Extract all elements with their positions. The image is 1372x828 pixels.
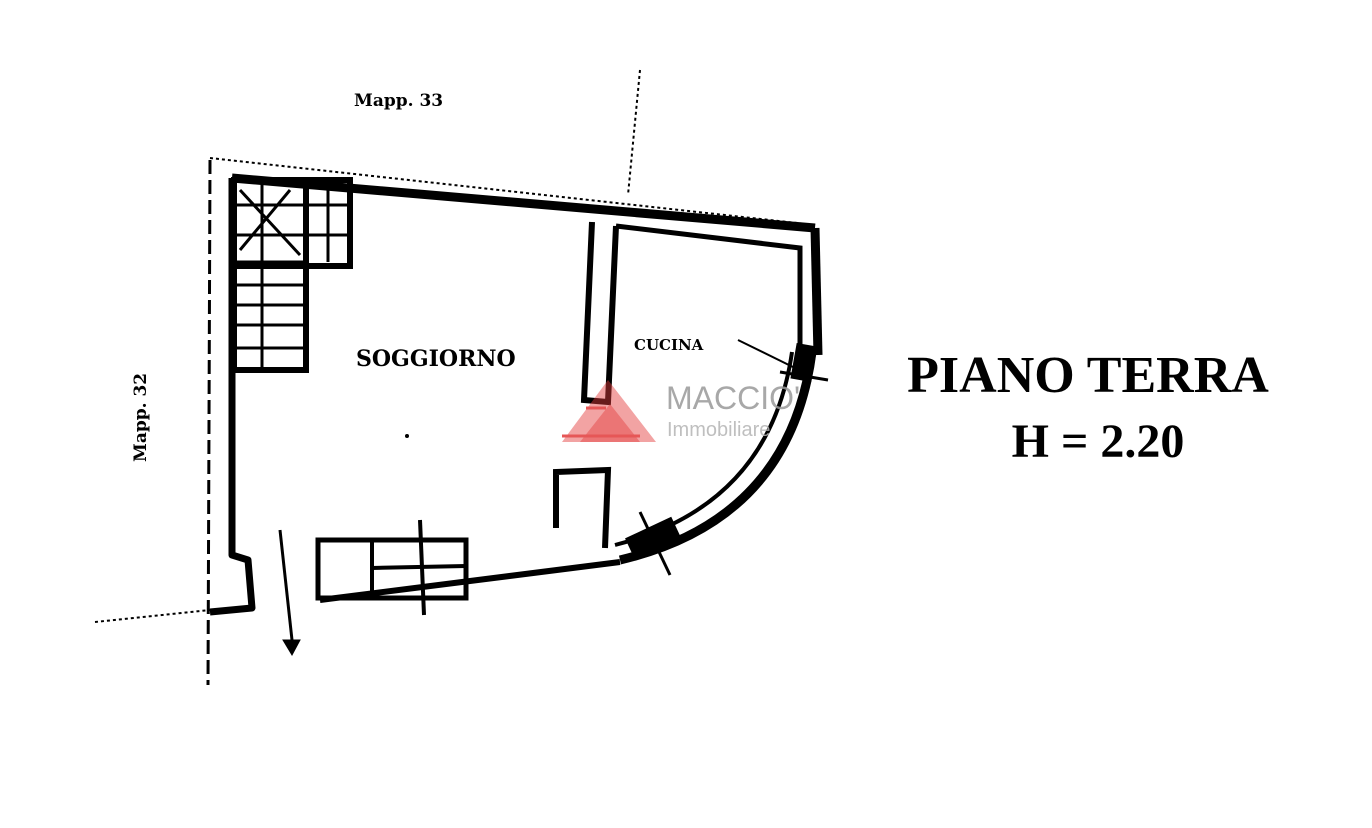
internal-wall — [580, 221, 803, 406]
watermark-name: MACCIO' — [666, 380, 800, 416]
window-markers — [625, 339, 829, 576]
bottom-fixtures — [315, 466, 612, 616]
floor-title: PIANO TERRA — [907, 347, 1269, 404]
fixture-dot — [405, 434, 409, 438]
room-label-kitchen: CUCINA — [634, 336, 704, 354]
ceiling-height-label: H = 2.20 — [1012, 415, 1185, 468]
watermark-logo: MACCIO' Immobiliare — [562, 380, 800, 442]
staircase — [231, 177, 353, 373]
entrance-arrow-icon — [278, 529, 301, 657]
outer-walls — [209, 173, 823, 616]
neighbor-label-top: Mapp. 33 — [354, 91, 443, 111]
room-label-living: SOGGIORNO — [356, 346, 516, 372]
watermark-subtitle: Immobiliare — [667, 419, 770, 441]
neighbor-label-left: Mapp. 32 — [131, 373, 151, 462]
property-boundary — [94, 69, 816, 686]
